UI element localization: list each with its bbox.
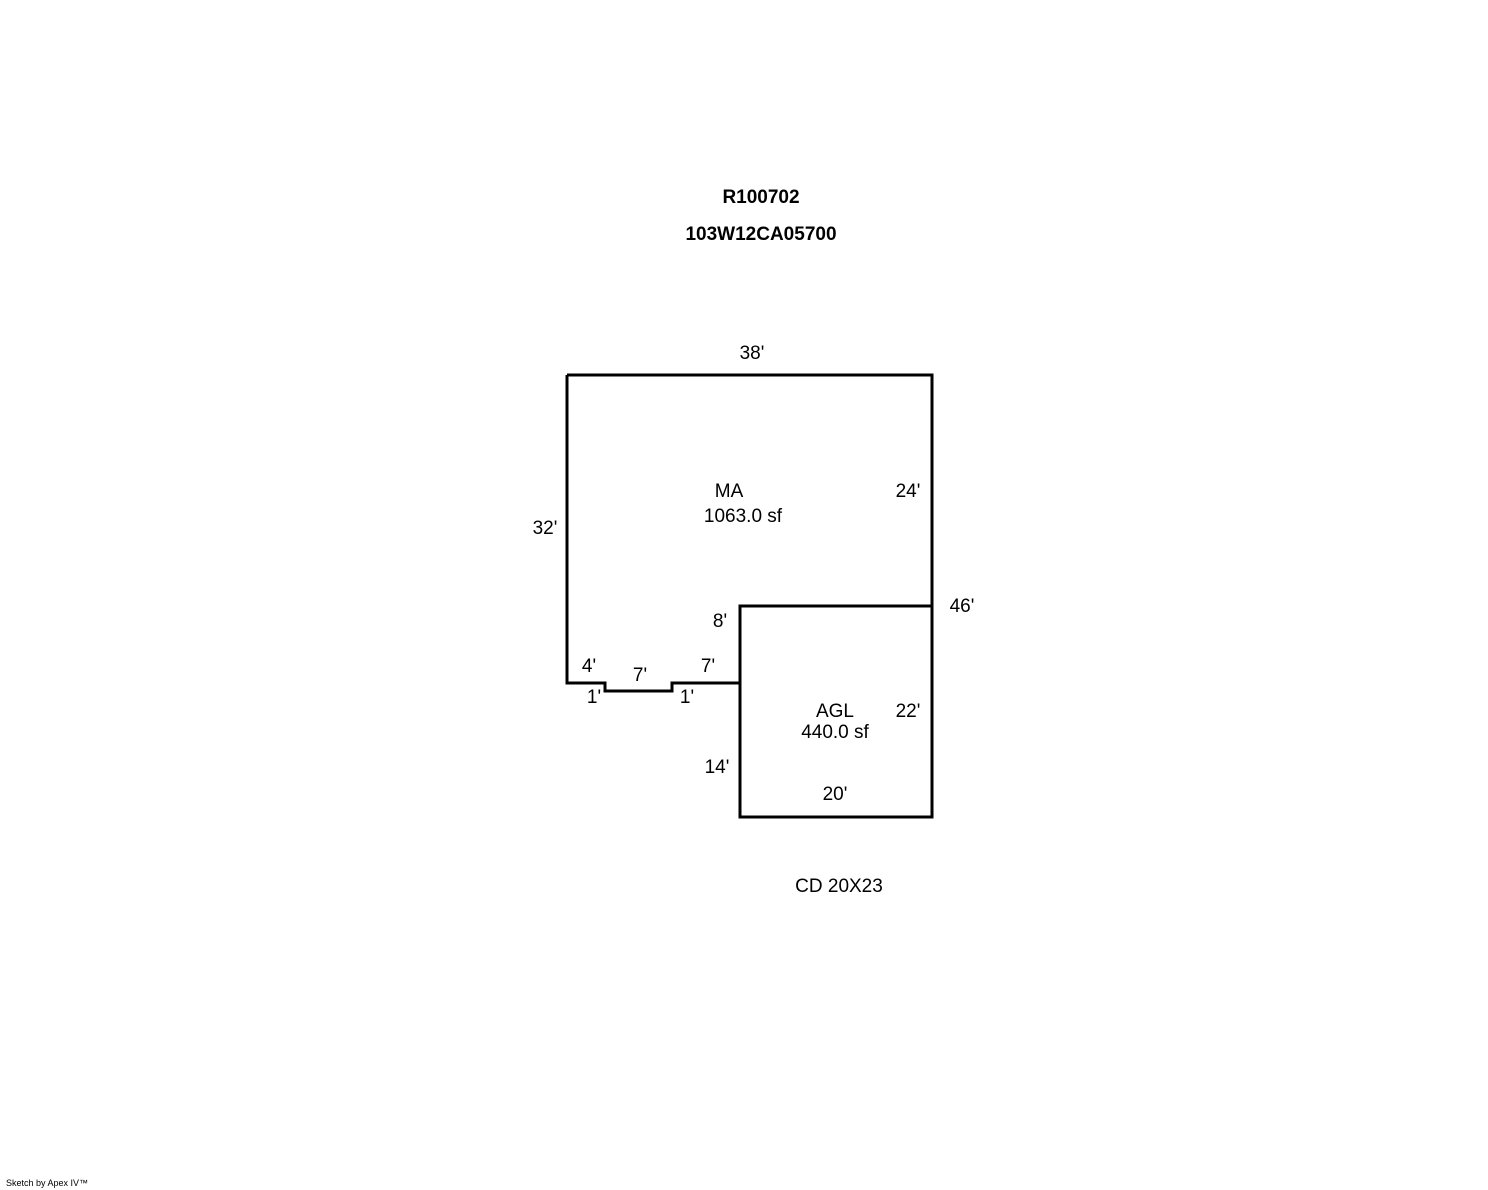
dim-ma-top: 38' [740,343,765,364]
ma-label: MA [715,481,744,502]
agl-outline [738,604,934,819]
dim-total-right: 46' [950,596,975,617]
dim-notch-bottom: 7' [633,665,647,686]
dim-bottom-right: 7' [701,656,715,677]
agl-area: 440.0 sf [801,722,869,743]
dim-notch-left: 1' [587,687,601,708]
dim-ma-right: 24' [896,481,921,502]
dim-agl-left: 14' [705,757,730,778]
ma-area: 1063.0 sf [704,506,783,527]
record-id: R100702 [722,187,799,208]
software-credit: Sketch by Apex IV™ [6,1178,89,1188]
map-tax-lot: 103W12CA05700 [685,224,836,245]
dim-bottom-left: 4' [582,656,596,677]
ma-outline [565,373,934,693]
dim-agl-right: 22' [896,701,921,722]
agl-label: AGL [816,701,854,722]
dim-ma-left: 32' [533,518,558,539]
dim-agl-bottom: 20' [823,784,848,805]
sketch-note: CD 20X23 [795,876,883,897]
dim-inner-left: 8' [713,611,727,632]
dim-notch-right: 1' [680,687,694,708]
